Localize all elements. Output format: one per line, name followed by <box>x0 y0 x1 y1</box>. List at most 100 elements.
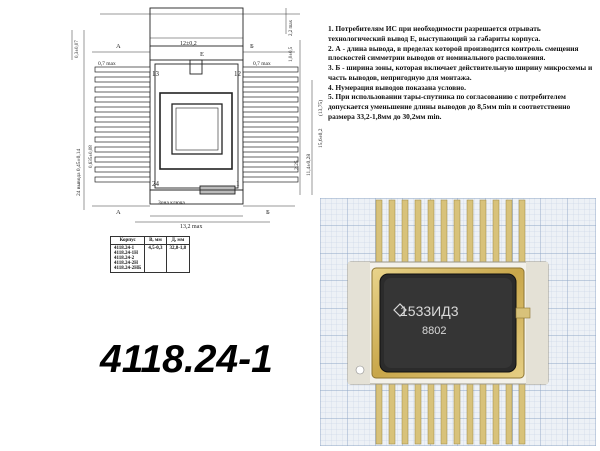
note-2: 2. А - длина вывода, в пределах которой … <box>328 43 579 63</box>
dim-right-h1: 2,25 <box>294 160 300 170</box>
table-header-d: Д, мм <box>165 236 191 245</box>
pin-1-label: 1 <box>236 180 240 188</box>
dim-bottom-width: 13,2 max <box>180 224 202 230</box>
photo-lead <box>492 381 500 445</box>
dim-lead-width: 0,7 max <box>98 61 116 67</box>
lead <box>94 166 151 173</box>
lead <box>94 116 151 123</box>
lead <box>94 146 151 153</box>
pin-13-label: 13 <box>152 70 160 78</box>
key-zone-label: Зона ключа <box>158 200 185 206</box>
lead <box>94 106 151 113</box>
dim-right-top: 2,2 max <box>289 19 294 36</box>
label-e: E <box>200 51 204 58</box>
photo-lead <box>518 199 526 265</box>
photo-lead <box>401 199 409 265</box>
lead <box>242 66 299 73</box>
lead <box>242 126 299 133</box>
lead <box>242 146 299 153</box>
label-a: A <box>116 43 121 50</box>
lead <box>242 176 299 183</box>
photo-lead <box>375 199 383 265</box>
photo-lead <box>505 381 513 445</box>
lead <box>242 106 299 113</box>
die-cavity-outer <box>159 92 233 170</box>
dim-right-top2: 1,0±0,5 <box>289 46 294 62</box>
lead <box>94 76 151 83</box>
die-cavity-inner <box>171 103 223 155</box>
lead <box>242 116 299 123</box>
chip-marking-line2: 8802 <box>422 325 446 337</box>
dim-right-h4: (13,75) <box>317 100 324 116</box>
photo-lead <box>414 199 422 265</box>
pin-12-label: 12 <box>234 70 242 78</box>
photo-lead <box>440 381 448 445</box>
pin-24-label: 24 <box>152 180 160 188</box>
photo-lead <box>388 199 396 265</box>
package-top-tab <box>149 7 244 47</box>
lead <box>94 96 151 103</box>
dim-left-offset: 0,3±0,07 <box>75 40 80 58</box>
photo-lead <box>427 199 435 265</box>
table-model: 4118.24-2НБ <box>114 266 142 271</box>
photo-lead <box>375 381 383 445</box>
photo-lead <box>388 381 396 445</box>
photo-lead <box>414 381 422 445</box>
lead <box>94 86 151 93</box>
photo-lead <box>440 199 448 265</box>
photo-lead <box>401 381 409 445</box>
chip-photo: 1533ИД3 8802 <box>320 198 596 446</box>
dim-left-vertical2: 0,635±0,08 <box>89 145 94 168</box>
lead <box>94 136 151 143</box>
table-model: 4118.24-2Н <box>114 261 139 266</box>
photo-lead <box>479 381 487 445</box>
package-body <box>149 59 244 191</box>
lead <box>242 156 299 163</box>
lead <box>242 76 299 83</box>
note-4: 4. Нумерация выводов показана условно. <box>328 82 466 92</box>
left-leads <box>94 66 151 183</box>
lead <box>94 156 151 163</box>
table-models-cell: 4118.24-1 4118.24-1Н 4118.24-2 4118.24-2… <box>109 244 146 273</box>
label-b: Б <box>250 43 254 50</box>
photo-lead <box>466 199 474 265</box>
table-model: 4118.24-1Н <box>114 251 139 256</box>
dim-left-vertical: 24 вывода 0,45±0,14 <box>76 149 82 196</box>
photo-lead <box>427 381 435 445</box>
package-title: 4118.24-1 <box>100 338 273 381</box>
note-5: 5. При использовании тары-спутника по со… <box>328 92 571 121</box>
lead <box>94 66 151 73</box>
lead <box>242 96 299 103</box>
notes-block: 1. Потребителям ИС при необходимости раз… <box>328 24 596 122</box>
right-leads <box>242 66 299 183</box>
table-model: 4118.24-2 <box>114 256 135 261</box>
photo-lead <box>479 199 487 265</box>
label-b2: Б <box>266 209 270 216</box>
photo-lead <box>466 381 474 445</box>
package-drawing: 12±0,2 13,2 max 0,7 max 0,7 max 0,3±0,07… <box>71 7 324 230</box>
table-b-value: 4,5-0,3 <box>144 244 167 273</box>
table-header-b: В, мм <box>144 236 167 245</box>
lead <box>94 176 151 183</box>
table-header-case: Корпус <box>109 236 146 245</box>
lead <box>242 166 299 173</box>
label-a2: A <box>116 209 121 216</box>
photo-lead <box>453 381 461 445</box>
dim-top-width: 12±0,2 <box>180 41 197 47</box>
photo-lead <box>453 199 461 265</box>
chip-marking-line1: 1533ИД3 <box>400 303 459 319</box>
dim-lead-width-b: 0,7 max <box>253 61 271 67</box>
dim-right-h3: 15,6±0,2 <box>318 128 324 148</box>
dim-right-h2: 11,4±0,28 <box>306 154 312 176</box>
lead <box>94 126 151 133</box>
table-model: 4118.24-1 <box>114 246 135 251</box>
photo-lead <box>492 199 500 265</box>
photo-lead <box>518 381 526 445</box>
photo-lead <box>505 199 513 265</box>
lead <box>242 136 299 143</box>
lead <box>242 86 299 93</box>
note-1: 1. Потребителям ИС при необходимости раз… <box>328 24 541 43</box>
variants-table: Корпус В, мм Д, мм 4118.24-1 4118.24-1Н … <box>109 236 191 273</box>
note-3: 3. Б - ширина зоны, которая включает дей… <box>328 63 593 82</box>
table-d-value: 32,8-1,8 <box>165 244 191 273</box>
